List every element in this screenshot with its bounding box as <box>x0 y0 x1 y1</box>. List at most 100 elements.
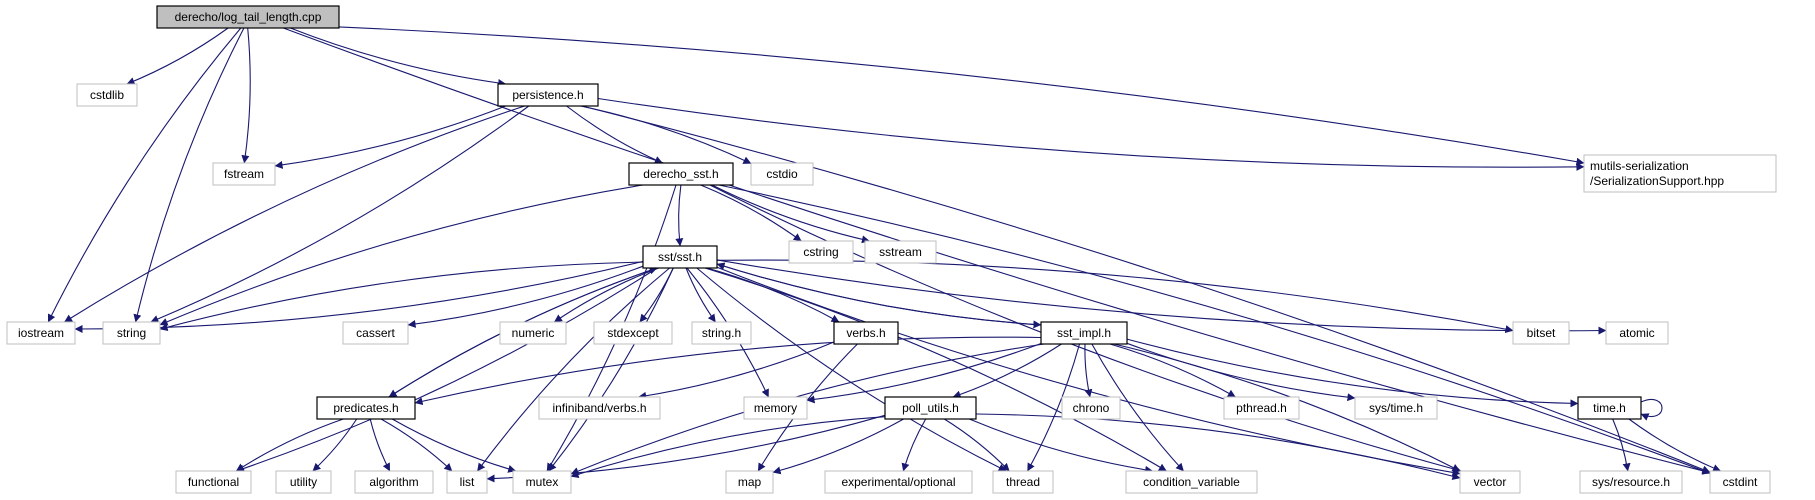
node-derecho_sst[interactable]: derecho_sst.h <box>628 162 734 186</box>
node-label: atomic <box>1619 326 1654 340</box>
edge-root-to-iostream <box>47 27 242 323</box>
node-box <box>750 162 814 186</box>
edge-poll_utils-to-mutex <box>570 416 886 479</box>
node-label: infiniband/verbs.h <box>552 401 646 415</box>
edge-persistence-to-iostream <box>64 105 525 323</box>
node-cstdlib: cstdlib <box>76 83 138 107</box>
node-box <box>884 396 977 420</box>
node-vector: vector <box>1459 470 1521 494</box>
node-box <box>593 321 673 345</box>
node-label: persistence.h <box>512 88 583 102</box>
node-sst_impl[interactable]: sst_impl.h <box>1040 321 1128 345</box>
edge-sst_impl-to-pthread <box>1109 343 1236 398</box>
node-label: vector <box>1474 475 1507 489</box>
node-string_h: string.h <box>691 321 752 345</box>
node-box <box>102 321 161 345</box>
node-cstring: cstring <box>788 240 854 264</box>
edge-sst-to-cassert <box>407 265 644 328</box>
edge-predicates-to-list <box>380 418 453 472</box>
node-poll_utils[interactable]: poll_utils.h <box>884 396 977 420</box>
edge-derecho_sst-to-cstring <box>700 184 802 242</box>
edge-persistence-to-cstdio <box>580 105 752 164</box>
node-numeric: numeric <box>499 321 567 345</box>
node-box <box>1579 470 1683 494</box>
edge-root-to-persistence <box>290 27 507 87</box>
node-box <box>175 470 252 494</box>
edge-root-to-cstdlib <box>126 27 229 85</box>
edge-sst-to-mutex <box>548 267 674 472</box>
edge-predicates-to-mutex <box>391 418 517 473</box>
edge-derecho_sst-to-sstream <box>711 184 870 244</box>
edge-sst-to-verbs <box>706 267 840 323</box>
node-box <box>1583 154 1777 193</box>
edge-sst_impl-to-systime <box>1126 342 1356 402</box>
node-sst[interactable]: sst/sst.h <box>642 245 718 269</box>
node-box <box>992 470 1054 494</box>
node-time_h[interactable]: time.h <box>1577 396 1642 420</box>
edge-poll_utils-to-vector <box>975 413 1461 480</box>
edge-persistence-to-derecho_sst <box>566 105 663 164</box>
node-iostream: iostream <box>6 321 76 345</box>
edge-sst-to-functional <box>235 267 658 473</box>
edge-sst_impl-to-sst <box>716 262 1042 326</box>
node-box <box>538 396 661 420</box>
node-sysresource: sys/resource.h <box>1579 470 1683 494</box>
edge-sst-to-iostream <box>74 260 644 334</box>
node-label: poll_utils.h <box>902 401 959 415</box>
node-label: cstdlib <box>90 88 124 102</box>
node-label: string <box>117 326 146 340</box>
node-box <box>642 245 718 269</box>
node-atomic: atomic <box>1605 321 1669 345</box>
edge-persistence-to-cstdint <box>581 105 1711 474</box>
edge-sst_impl-to-thread <box>1027 343 1081 472</box>
edge-sst_impl-to-mutex <box>570 343 1045 475</box>
edge-sst_impl-to-memory <box>806 342 1042 404</box>
node-label: derecho/log_tail_length.cpp <box>175 10 322 24</box>
node-label: iostream <box>18 326 64 340</box>
edge-predicates-to-functional <box>235 418 344 472</box>
node-experimental: experimental/optional <box>824 470 973 494</box>
node-predicates[interactable]: predicates.h <box>316 396 416 420</box>
node-box <box>864 240 937 264</box>
edge-verbs-to-infiniband <box>638 341 835 400</box>
edge-sst_impl-to-time_h <box>1126 338 1579 408</box>
edge-poll_utils-to-thread <box>944 418 1010 472</box>
node-persistence[interactable]: persistence.h <box>497 83 599 107</box>
node-chrono: chrono <box>1061 396 1121 420</box>
node-box <box>512 470 572 494</box>
node-label: stdexcept <box>607 326 659 340</box>
node-label: bitset <box>1527 326 1556 340</box>
node-label: time.h <box>1593 401 1626 415</box>
node-condvar: condition_variable <box>1125 470 1258 494</box>
edge-sst-to-list <box>476 267 670 472</box>
node-box <box>824 470 973 494</box>
node-fstream: fstream <box>212 162 276 186</box>
node-label: map <box>738 475 762 489</box>
node-systime: sys/time.h <box>1354 396 1438 420</box>
edge-sst-to-atomic <box>716 259 1607 335</box>
edge-predicates-to-algorithm <box>369 418 391 472</box>
node-box <box>1709 470 1771 494</box>
node-label: condition_variable <box>1143 475 1240 489</box>
node-label: cstdint <box>1723 475 1758 489</box>
edge-persistence-to-string <box>150 105 530 323</box>
node-box <box>499 321 567 345</box>
node-box <box>1605 321 1669 345</box>
node-sstream: sstream <box>864 240 937 264</box>
edge-persistence-to-fstream <box>274 105 506 169</box>
node-root[interactable]: derecho/log_tail_length.cpp <box>156 5 340 29</box>
edge-root-to-mutils <box>338 26 1585 166</box>
node-label: functional <box>188 475 239 489</box>
node-label: numeric <box>512 326 555 340</box>
node-box <box>833 321 899 345</box>
node-mutils: mutils-serialization/SerializationSuppor… <box>1583 154 1777 193</box>
node-label: verbs.h <box>846 326 885 340</box>
edge-sst-to-string_h <box>685 267 716 323</box>
node-label: memory <box>754 401 797 415</box>
node-box <box>446 470 488 494</box>
node-verbs[interactable]: verbs.h <box>833 321 899 345</box>
edge-sst-to-condvar <box>704 267 1167 472</box>
node-box <box>743 396 808 420</box>
edge-poll_utils-to-map <box>772 418 904 475</box>
node-box <box>156 5 340 29</box>
